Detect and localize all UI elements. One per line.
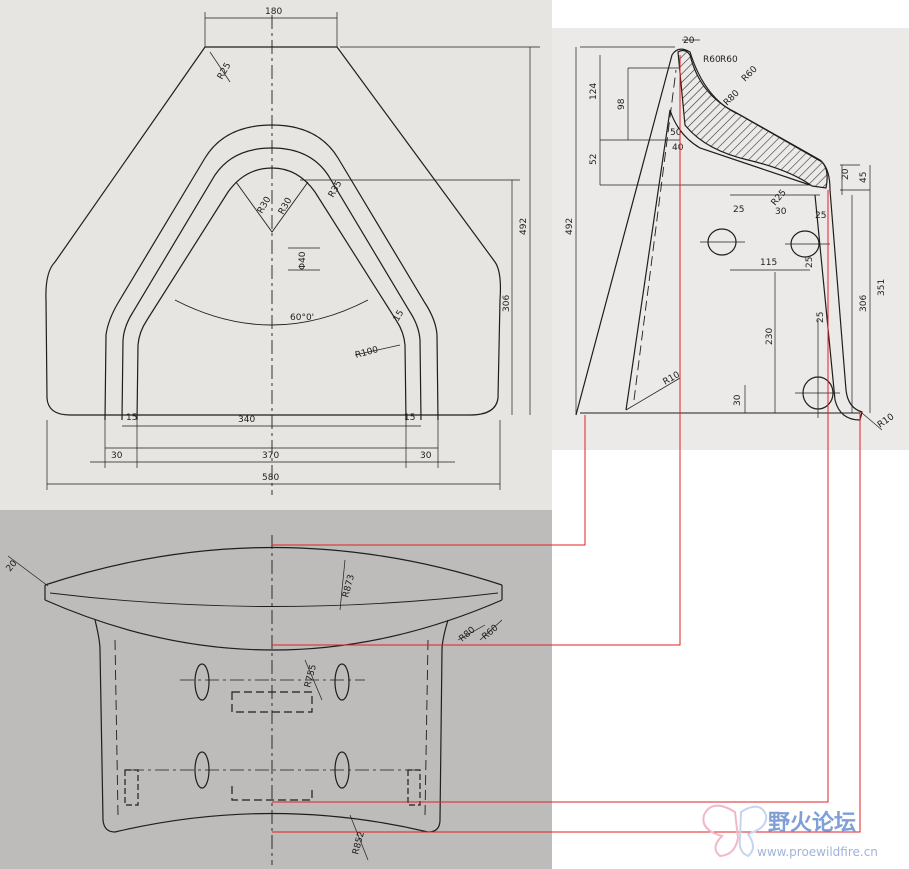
dim-side-40: 40 bbox=[672, 143, 684, 153]
dim-side-115: 115 bbox=[760, 258, 777, 268]
dim-side-306: 306 bbox=[859, 295, 869, 312]
blank-area bbox=[552, 450, 909, 869]
dim-side-50: 50 bbox=[670, 128, 682, 138]
dim-side-20v: 20 bbox=[841, 168, 851, 180]
top-view-sheet bbox=[0, 510, 552, 869]
dim-side-351: 351 bbox=[877, 279, 887, 296]
dim-side-492: 492 bbox=[565, 218, 575, 235]
dim-side-52: 52 bbox=[589, 154, 599, 165]
watermark: 野火论坛 www.proewildfire.cn bbox=[702, 804, 878, 859]
top-inner-arc bbox=[44, 599, 503, 651]
dim-side-25c: 25 bbox=[805, 257, 815, 268]
top-foot-left bbox=[124, 769, 139, 806]
top-slot-4 bbox=[334, 751, 350, 789]
dim-r30: R30 bbox=[277, 196, 295, 217]
side-outer-profile bbox=[575, 48, 863, 421]
dim-side-25b: 25 bbox=[815, 211, 826, 221]
proj-line-3 bbox=[272, 190, 829, 803]
dim-370: 370 bbox=[262, 451, 279, 461]
front-view bbox=[45, 12, 540, 495]
top-outer-arc bbox=[44, 546, 503, 586]
dim-492: 492 bbox=[519, 218, 529, 235]
top-rect-pocket-2 bbox=[231, 786, 313, 801]
dim-side-r60b: R60 bbox=[720, 55, 738, 65]
top-slot-2 bbox=[334, 663, 350, 701]
proj-line-2 bbox=[272, 55, 681, 646]
dim-side-r60a: R60 bbox=[703, 55, 721, 65]
front-view-sheet bbox=[0, 0, 552, 510]
dim-side-r10b: R10 bbox=[876, 412, 896, 431]
dim-r100: R100 bbox=[354, 345, 379, 361]
dim-side-r80: R80 bbox=[722, 88, 742, 108]
projection-lines bbox=[272, 55, 861, 833]
dim-r30b: R30 bbox=[256, 195, 274, 216]
dim-side-r25: R25 bbox=[770, 188, 789, 208]
dim-r25: R25 bbox=[216, 61, 234, 81]
dim-top-20: 20 bbox=[5, 559, 20, 574]
side-view bbox=[575, 39, 883, 431]
dim-wall-right: 15 bbox=[404, 413, 415, 423]
front-inner-v bbox=[235, 181, 309, 233]
dim-top-r80: R80 bbox=[458, 625, 478, 644]
dim-side-30v: 30 bbox=[733, 394, 743, 406]
top-foot-right bbox=[407, 769, 421, 806]
dim-arm-15: 15 bbox=[392, 309, 406, 324]
dim-side-25a: 25 bbox=[733, 205, 744, 215]
top-dimensions: 20 R873 R80 R60 R755 R852 bbox=[5, 559, 501, 856]
dim-top-r755: R755 bbox=[303, 664, 319, 689]
dim-side-124: 124 bbox=[589, 83, 599, 100]
proj-line-4 bbox=[272, 412, 861, 833]
dim-side-r10a: R10 bbox=[662, 370, 683, 388]
dim-340: 340 bbox=[238, 415, 255, 425]
dim-180: 180 bbox=[265, 7, 282, 17]
proj-line-1 bbox=[272, 415, 586, 546]
dim-side-30: 30 bbox=[775, 207, 787, 217]
dim-580: 580 bbox=[262, 473, 279, 483]
dim-side-25d: 25 bbox=[816, 312, 826, 323]
side-inner-profile bbox=[625, 109, 811, 411]
dim-foot-left: 30 bbox=[111, 451, 123, 461]
front-arch-inner2 bbox=[136, 167, 407, 421]
dim-side-r60c: R60 bbox=[740, 64, 760, 84]
dim-side-230: 230 bbox=[765, 328, 775, 345]
top-slot-3 bbox=[194, 751, 210, 789]
top-body-inner bbox=[114, 639, 429, 816]
dim-angle: 60°0' bbox=[290, 313, 314, 323]
watermark-title: 野火论坛 bbox=[768, 810, 856, 836]
side-dimensions: 20 R60 R60 R60 R80 124 98 52 492 50 40 2… bbox=[565, 36, 896, 430]
front-angle-arc bbox=[174, 299, 369, 326]
top-rect-pocket bbox=[231, 691, 313, 713]
front-arch-inner bbox=[121, 147, 422, 421]
top-slot-1 bbox=[194, 663, 210, 701]
dim-side-98: 98 bbox=[617, 98, 627, 110]
dim-r35: R35 bbox=[327, 179, 345, 199]
butterfly-logo-icon bbox=[702, 804, 768, 858]
dim-phi40: Φ40 bbox=[298, 251, 308, 270]
top-mid-arc bbox=[49, 592, 499, 607]
front-arch-outer bbox=[104, 124, 439, 421]
dim-side-20: 20 bbox=[683, 36, 695, 46]
dim-side-45: 45 bbox=[859, 172, 869, 183]
side-hatched-section bbox=[677, 49, 828, 189]
front-outer-outline bbox=[45, 46, 502, 416]
dim-wall-left: 15 bbox=[126, 413, 137, 423]
side-view-sheet bbox=[552, 28, 909, 450]
watermark-url: www.proewildfire.cn bbox=[757, 845, 878, 859]
side-dashed-hidden bbox=[633, 69, 677, 401]
top-view bbox=[7, 535, 503, 865]
dim-306: 306 bbox=[502, 295, 512, 312]
dim-foot-right: 30 bbox=[420, 451, 432, 461]
